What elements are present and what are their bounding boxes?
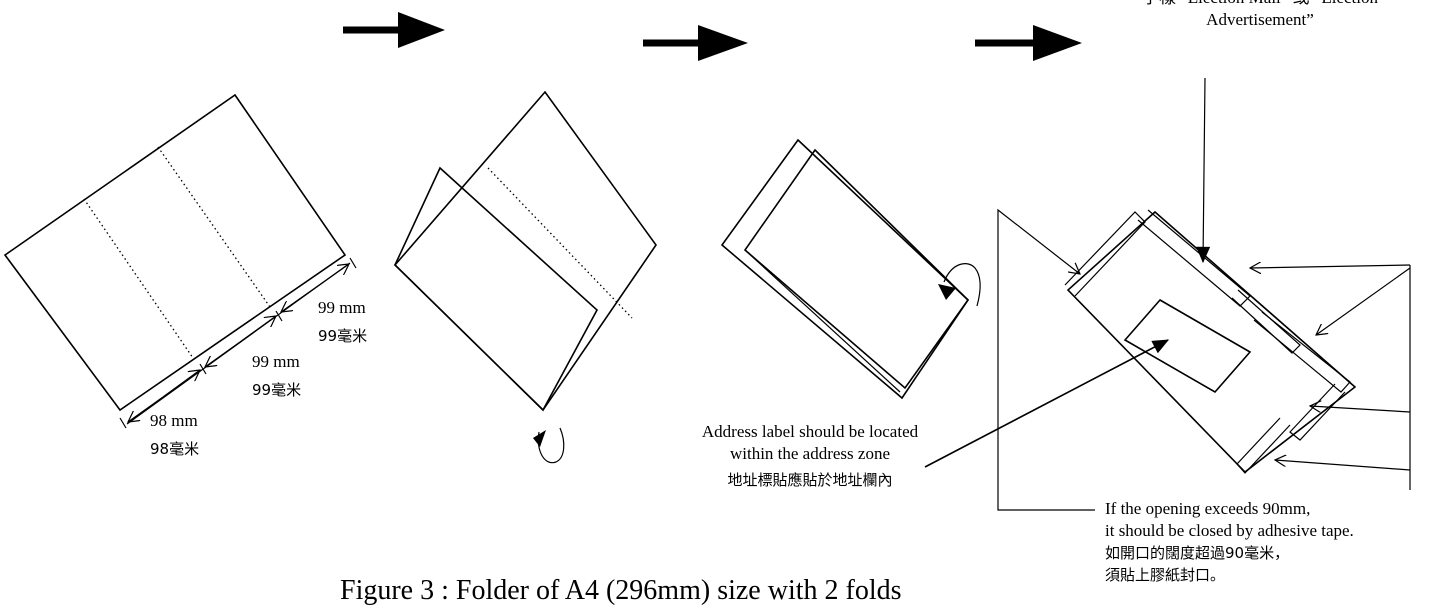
dim-label-2-mm: 99 mm: [252, 352, 300, 371]
address-note-line3: 地址標貼應貼於地址欄內: [727, 471, 893, 489]
step-arrow-3: [975, 25, 1082, 61]
address-note: Address label should be located within t…: [660, 421, 960, 491]
dimension-lines: [119, 257, 357, 429]
dim-label-1-cn: 99毫米: [318, 327, 368, 345]
dim-label-3-cn: 98毫米: [150, 440, 200, 458]
address-zone: [1123, 298, 1252, 394]
sheet-folded-final: [1064, 209, 1357, 474]
election-note-line2: Advertisement”: [1206, 10, 1314, 29]
dim-label-2-cn: 99毫米: [252, 381, 302, 399]
election-note-line1: 字樣 “Election Mail” 或 “Election: [1100, 0, 1420, 9]
dim-label-1-mm: 99 mm: [318, 298, 366, 317]
figure-caption: Figure 3 : Folder of A4 (296mm) size wit…: [340, 575, 902, 606]
election-note-pointer: [1196, 77, 1211, 264]
address-note-pointer: [924, 339, 1170, 468]
address-note-line1: Address label should be located: [701, 422, 919, 441]
opening-note: If the opening exceeds 90mm, it should b…: [1105, 498, 1354, 586]
opening-note-line4: 須貼上膠紙封口。: [1105, 566, 1226, 584]
rotate-arrow-2: [938, 263, 981, 307]
tape-pointer-lines: [997, 208, 1411, 511]
election-note: 字樣 “Election Mail” 或 “Election Advertise…: [1100, 0, 1420, 31]
address-note-line2: within the address zone: [729, 444, 891, 463]
step-arrow-2: [643, 25, 748, 61]
sheet-flat: [3, 93, 347, 412]
step-arrow-1: [343, 12, 445, 48]
sheet-first-fold: [393, 90, 657, 412]
fold-line-2: [83, 198, 194, 359]
fold-line-1: [157, 146, 271, 308]
opening-note-line3: 如開口的闊度超過90毫米，: [1105, 544, 1290, 562]
dim-label-3-mm: 98 mm: [150, 411, 198, 430]
opening-note-line2: it should be closed by adhesive tape.: [1105, 521, 1354, 540]
fold-line-remaining: [487, 167, 633, 319]
sheet-second-fold: [720, 138, 970, 400]
rotate-arrow-1: [533, 427, 565, 464]
opening-note-line1: If the opening exceeds 90mm,: [1105, 499, 1311, 518]
